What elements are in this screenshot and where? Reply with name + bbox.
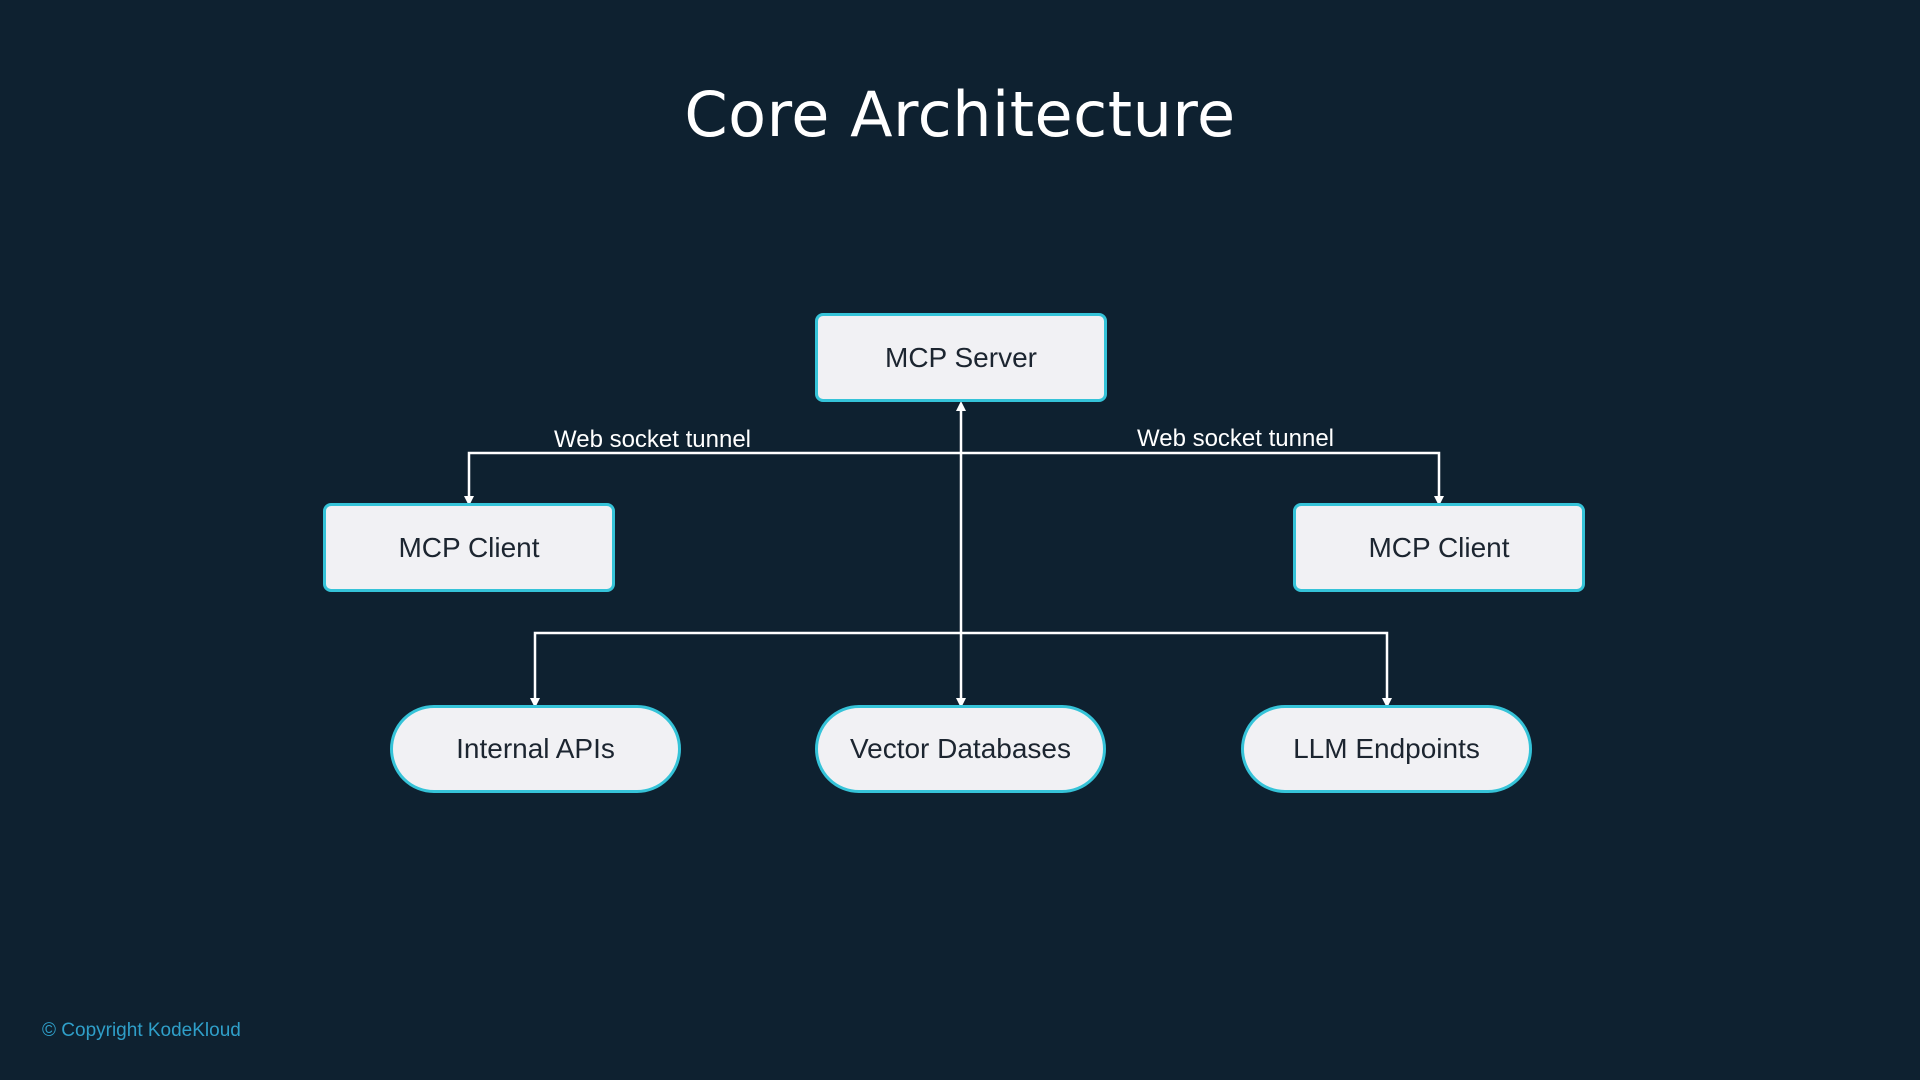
node-mcp-client-left-label: MCP Client	[398, 531, 540, 563]
node-vector-databases: Vector Databases	[815, 705, 1106, 793]
node-llm-endpoints-label: LLM Endpoints	[1293, 733, 1480, 764]
edge-label-right: Web socket tunnel	[1137, 425, 1335, 452]
node-mcp-server: MCP Server	[815, 313, 1107, 402]
edge-label-left: Web socket tunnel	[554, 426, 752, 453]
copyright-notice: © Copyright KodeKloud	[42, 1020, 241, 1041]
connector-to-llm-endpoints	[961, 631, 1392, 708]
node-vector-databases-label: Vector Databases	[849, 733, 1072, 764]
connector-server-to-client-left	[464, 451, 961, 506]
node-mcp-client-right: MCP Client	[1293, 503, 1585, 592]
node-internal-apis-label: Internal APIs	[456, 733, 615, 764]
connector-server-to-client-right	[961, 451, 1444, 506]
node-internal-apis: Internal APIs	[390, 705, 681, 793]
slide-title: Core Architecture	[684, 78, 1236, 151]
node-mcp-client-right-label: MCP Client	[1368, 531, 1510, 563]
node-mcp-server-label: MCP Server	[885, 341, 1037, 373]
node-mcp-client-left: MCP Client	[323, 503, 615, 592]
connector-to-internal-apis	[530, 631, 961, 708]
node-llm-endpoints: LLM Endpoints	[1241, 705, 1532, 793]
